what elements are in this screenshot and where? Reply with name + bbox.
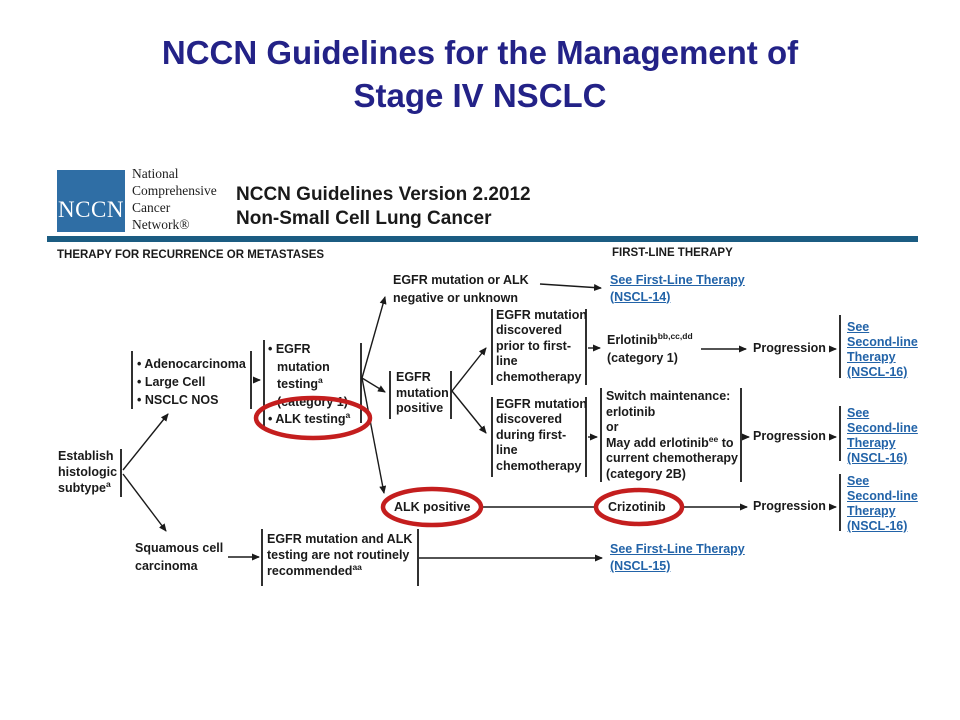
org-line: Comprehensive [132,183,217,198]
label-progression-3: Progression [753,499,826,513]
link-nscl-16-a[interactable]: See Second-line Therapy (NSCL-16) [847,320,918,380]
line: EGFR mutation or ALK [393,273,529,287]
node-egfr-alk-negative: EGFR mutation or ALK negative or unknown [393,271,529,307]
nccn-logo: NCCN [57,170,125,232]
link-line[interactable]: See [847,320,870,334]
line: current chemotherapy [606,451,738,465]
org-line: Cancer [132,200,171,215]
line: line [496,354,518,369]
link-nscl-16-b[interactable]: See Second-line Therapy (NSCL-16) [847,406,918,466]
node-egfr-positive: EGFR mutation positive [396,370,449,417]
slide-title-line1: NCCN Guidelines for the Management of [161,34,799,71]
label-progression-2: Progression [753,429,826,443]
list-item: • Adenocarcinoma [137,357,246,371]
line: prior to first- [496,338,571,353]
line: histologic [58,465,118,479]
link-line[interactable]: See [847,474,870,488]
list-item: (category 1) [277,394,348,409]
section-header-left: THERAPY FOR RECURRENCE OR METASTASES [57,249,325,261]
line: Switch maintenance: [606,389,731,403]
line: recommendedaa [267,561,362,578]
org-line: Network® [132,217,190,232]
line: EGFR [396,370,431,384]
link-line[interactable]: See [847,406,870,420]
line: (category 2B) [606,466,686,481]
nccn-org-name: National Comprehensive Cancer Network® [132,165,217,233]
node-establish-subtype: Establish histologic subtypea [58,448,117,496]
line: chemotherapy [496,369,582,384]
guideline-version: NCCN Guidelines Version 2.2012 [236,184,531,205]
link-line[interactable]: (NSCL-14) [610,289,671,304]
line: May add erlotinibee to [606,433,734,450]
link-line[interactable]: Second-line [847,489,918,503]
guideline-header: NCCN Guidelines Version 2.2012 Non-Small… [236,183,531,231]
line: EGFR mutation [496,308,587,322]
line: (category 1) [607,350,678,365]
line: during first- [496,427,567,442]
node-molecular-testing: • EGFR mutation testinga (category 1) • … [268,341,350,429]
list-item: • Large Cell [137,375,206,389]
line: subtypea [58,478,111,495]
line: EGFR mutation and ALK [267,532,413,546]
node-histology-list: • Adenocarcinoma • Large Cell • NSCLC NO… [137,355,246,409]
node-erlotinib: Erlotinibbb,cc,dd (category 1) [607,332,693,367]
label-progression-1: Progression [753,341,826,355]
line: erlotinib [606,404,656,419]
list-item: • NSCLC NOS [137,393,219,407]
line: Erlotinibbb,cc,dd [607,330,693,347]
line: discovered [496,323,563,338]
node-egfr-prior: EGFR mutation discovered prior to first-… [496,308,587,385]
link-nscl-15[interactable]: See First-Line Therapy (NSCL-15) [610,541,745,575]
link-line[interactable]: (NSCL-16) [847,451,908,465]
line: chemotherapy [496,458,582,473]
link-line[interactable]: Second-line [847,421,918,435]
node-switch-maintenance: Switch maintenance: erlotinib or May add… [606,389,738,482]
line: line [496,443,518,458]
link-line[interactable]: Second-line [847,335,918,349]
node-crizotinib: Crizotinib [608,500,666,514]
link-line[interactable]: See First-Line Therapy [610,542,745,556]
line: carcinoma [135,559,198,573]
list-item: • EGFR [268,342,311,356]
link-line[interactable]: See First-Line Therapy [610,273,745,287]
line: negative or unknown [393,291,519,305]
line: EGFR mutation [496,397,587,411]
node-not-recommended: EGFR mutation and ALK testing are not ro… [267,531,412,579]
slide-title: NCCN Guidelines for the Management of St… [0,31,960,117]
line: or [606,420,619,434]
line: discovered [496,412,563,427]
link-line[interactable]: (NSCL-16) [847,365,908,379]
guideline-cancer-type: Non-Small Cell Lung Cancer [236,208,492,229]
link-line[interactable]: (NSCL-15) [610,559,671,573]
link-line[interactable]: (NSCL-16) [847,519,908,533]
link-line[interactable]: Therapy [847,504,896,518]
link-nscl-16-c[interactable]: See Second-line Therapy (NSCL-16) [847,474,918,534]
node-alk-positive: ALK positive [394,500,471,514]
node-squamous: Squamous cell carcinoma [135,539,223,575]
line: Squamous cell [135,541,224,555]
line: positive [396,401,444,415]
org-line: National [132,166,179,181]
nccn-logo-acronym: NCCN [58,197,124,222]
line: testing are not routinely [267,548,410,562]
link-nscl-14[interactable]: See First-Line Therapy (NSCL-14) [610,272,745,305]
node-egfr-during: EGFR mutation discovered during first- l… [496,397,587,474]
header-rule [47,236,918,242]
link-line[interactable]: Therapy [847,350,896,364]
line: mutation [396,385,449,400]
list-item: testinga [277,374,323,391]
alk-testing-item: • ALK testinga [268,409,351,426]
list-item: mutation [277,359,330,374]
slide-title-line2: Stage IV NSCLC [353,77,607,114]
line: Establish [58,449,114,463]
section-header-right: FIRST-LINE THERAPY [612,247,733,259]
link-line[interactable]: Therapy [847,436,896,450]
